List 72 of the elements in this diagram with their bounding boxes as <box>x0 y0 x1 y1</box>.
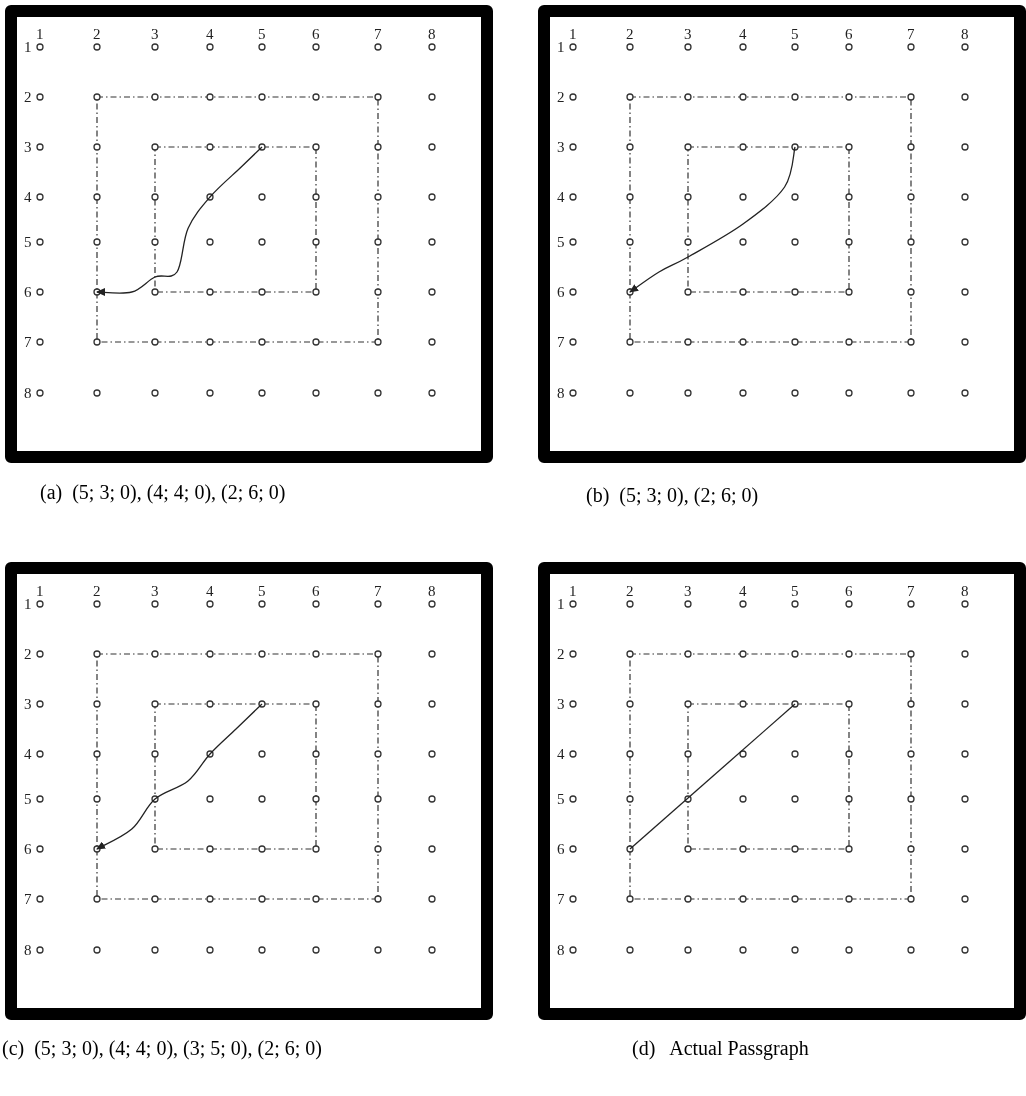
column-number: 1 <box>36 584 44 599</box>
column-number: 8 <box>428 27 436 42</box>
row-number: 7 <box>24 892 32 907</box>
row-number: 8 <box>557 386 565 401</box>
column-number: 4 <box>739 27 747 42</box>
row-number: 3 <box>24 140 32 155</box>
column-number: 6 <box>845 584 853 599</box>
column-number: 7 <box>374 27 382 42</box>
row-number: 8 <box>557 943 565 958</box>
column-number: 3 <box>684 584 692 599</box>
column-number: 5 <box>791 584 799 599</box>
panel-caption: (c) (5; 3; 0), (4; 4; 0), (3; 5; 0), (2; 6; 0) <box>2 1037 322 1060</box>
row-number: 7 <box>24 335 32 350</box>
column-number: 8 <box>961 27 969 42</box>
column-number: 1 <box>569 27 577 42</box>
column-number: 5 <box>791 27 799 42</box>
row-number: 4 <box>24 190 32 205</box>
row-number: 3 <box>557 697 565 712</box>
panel-frame <box>538 5 1026 463</box>
column-number: 4 <box>206 27 214 42</box>
column-number: 5 <box>258 584 266 599</box>
row-number: 7 <box>557 892 565 907</box>
row-number: 3 <box>557 140 565 155</box>
row-number: 3 <box>24 697 32 712</box>
row-number: 4 <box>557 747 565 762</box>
row-number: 7 <box>557 335 565 350</box>
row-number: 4 <box>24 747 32 762</box>
column-number: 7 <box>907 584 915 599</box>
column-number: 3 <box>151 584 159 599</box>
row-number: 1 <box>24 597 32 612</box>
row-number: 5 <box>557 792 565 807</box>
panel-caption: (a) (5; 3; 0), (4; 4; 0), (2; 6; 0) <box>40 481 286 504</box>
row-number: 5 <box>24 792 32 807</box>
row-number: 2 <box>24 90 32 105</box>
row-number: 4 <box>557 190 565 205</box>
column-number: 7 <box>907 27 915 42</box>
row-number: 8 <box>24 943 32 958</box>
panel-frame <box>538 562 1026 1020</box>
row-number: 5 <box>24 235 32 250</box>
row-number: 8 <box>24 386 32 401</box>
column-number: 2 <box>93 584 101 599</box>
column-number: 1 <box>36 27 44 42</box>
row-number: 6 <box>557 285 565 300</box>
panel-frame <box>5 5 493 463</box>
column-number: 2 <box>626 27 634 42</box>
column-number: 6 <box>845 27 853 42</box>
panel-caption: (d) Actual Passgraph <box>632 1037 809 1060</box>
row-number: 1 <box>557 597 565 612</box>
column-number: 7 <box>374 584 382 599</box>
panel-frame <box>5 562 493 1020</box>
column-number: 2 <box>93 27 101 42</box>
row-number: 5 <box>557 235 565 250</box>
row-number: 1 <box>557 40 565 55</box>
panel-caption: (b) (5; 3; 0), (2; 6; 0) <box>586 484 759 507</box>
column-number: 5 <box>258 27 266 42</box>
column-number: 2 <box>626 584 634 599</box>
column-number: 1 <box>569 584 577 599</box>
column-number: 6 <box>312 584 320 599</box>
column-number: 8 <box>961 584 969 599</box>
column-number: 8 <box>428 584 436 599</box>
row-number: 6 <box>24 285 32 300</box>
row-number: 1 <box>24 40 32 55</box>
column-number: 3 <box>151 27 159 42</box>
row-number: 2 <box>557 90 565 105</box>
column-number: 4 <box>739 584 747 599</box>
row-number: 6 <box>557 842 565 857</box>
row-number: 6 <box>24 842 32 857</box>
row-number: 2 <box>557 647 565 662</box>
column-number: 6 <box>312 27 320 42</box>
column-number: 4 <box>206 584 214 599</box>
column-number: 3 <box>684 27 692 42</box>
row-number: 2 <box>24 647 32 662</box>
